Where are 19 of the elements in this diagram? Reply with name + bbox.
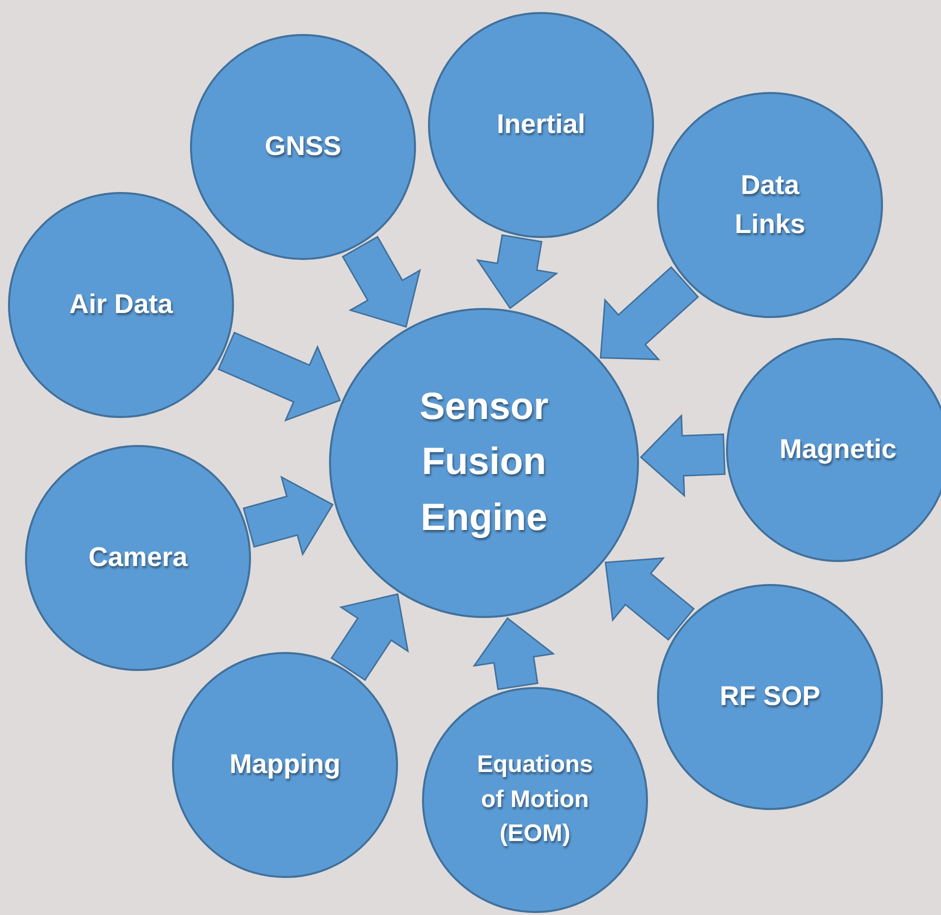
node-label: Mapping	[228, 748, 342, 782]
block-arrow	[330, 593, 409, 682]
block-arrow	[342, 236, 421, 328]
node-label: GNSS	[264, 130, 342, 164]
node-label: Equations of Motion (EOM)	[476, 750, 594, 850]
node-label: Magnetic	[778, 433, 898, 466]
node-label: Sensor Fusion Engine	[418, 385, 550, 541]
block-arrow	[604, 557, 695, 641]
block-arrow	[640, 414, 726, 498]
node-label: Camera	[87, 541, 189, 574]
block-arrow	[472, 617, 556, 690]
node-label: Data Links	[734, 168, 806, 241]
block-arrow	[242, 476, 334, 556]
node-label: Inertial	[496, 108, 586, 142]
block-arrow	[476, 234, 558, 310]
node-label: RF SOP	[718, 680, 822, 714]
block-arrow	[600, 266, 700, 360]
block-arrow	[218, 332, 341, 422]
node-label: Air Data	[68, 288, 174, 322]
